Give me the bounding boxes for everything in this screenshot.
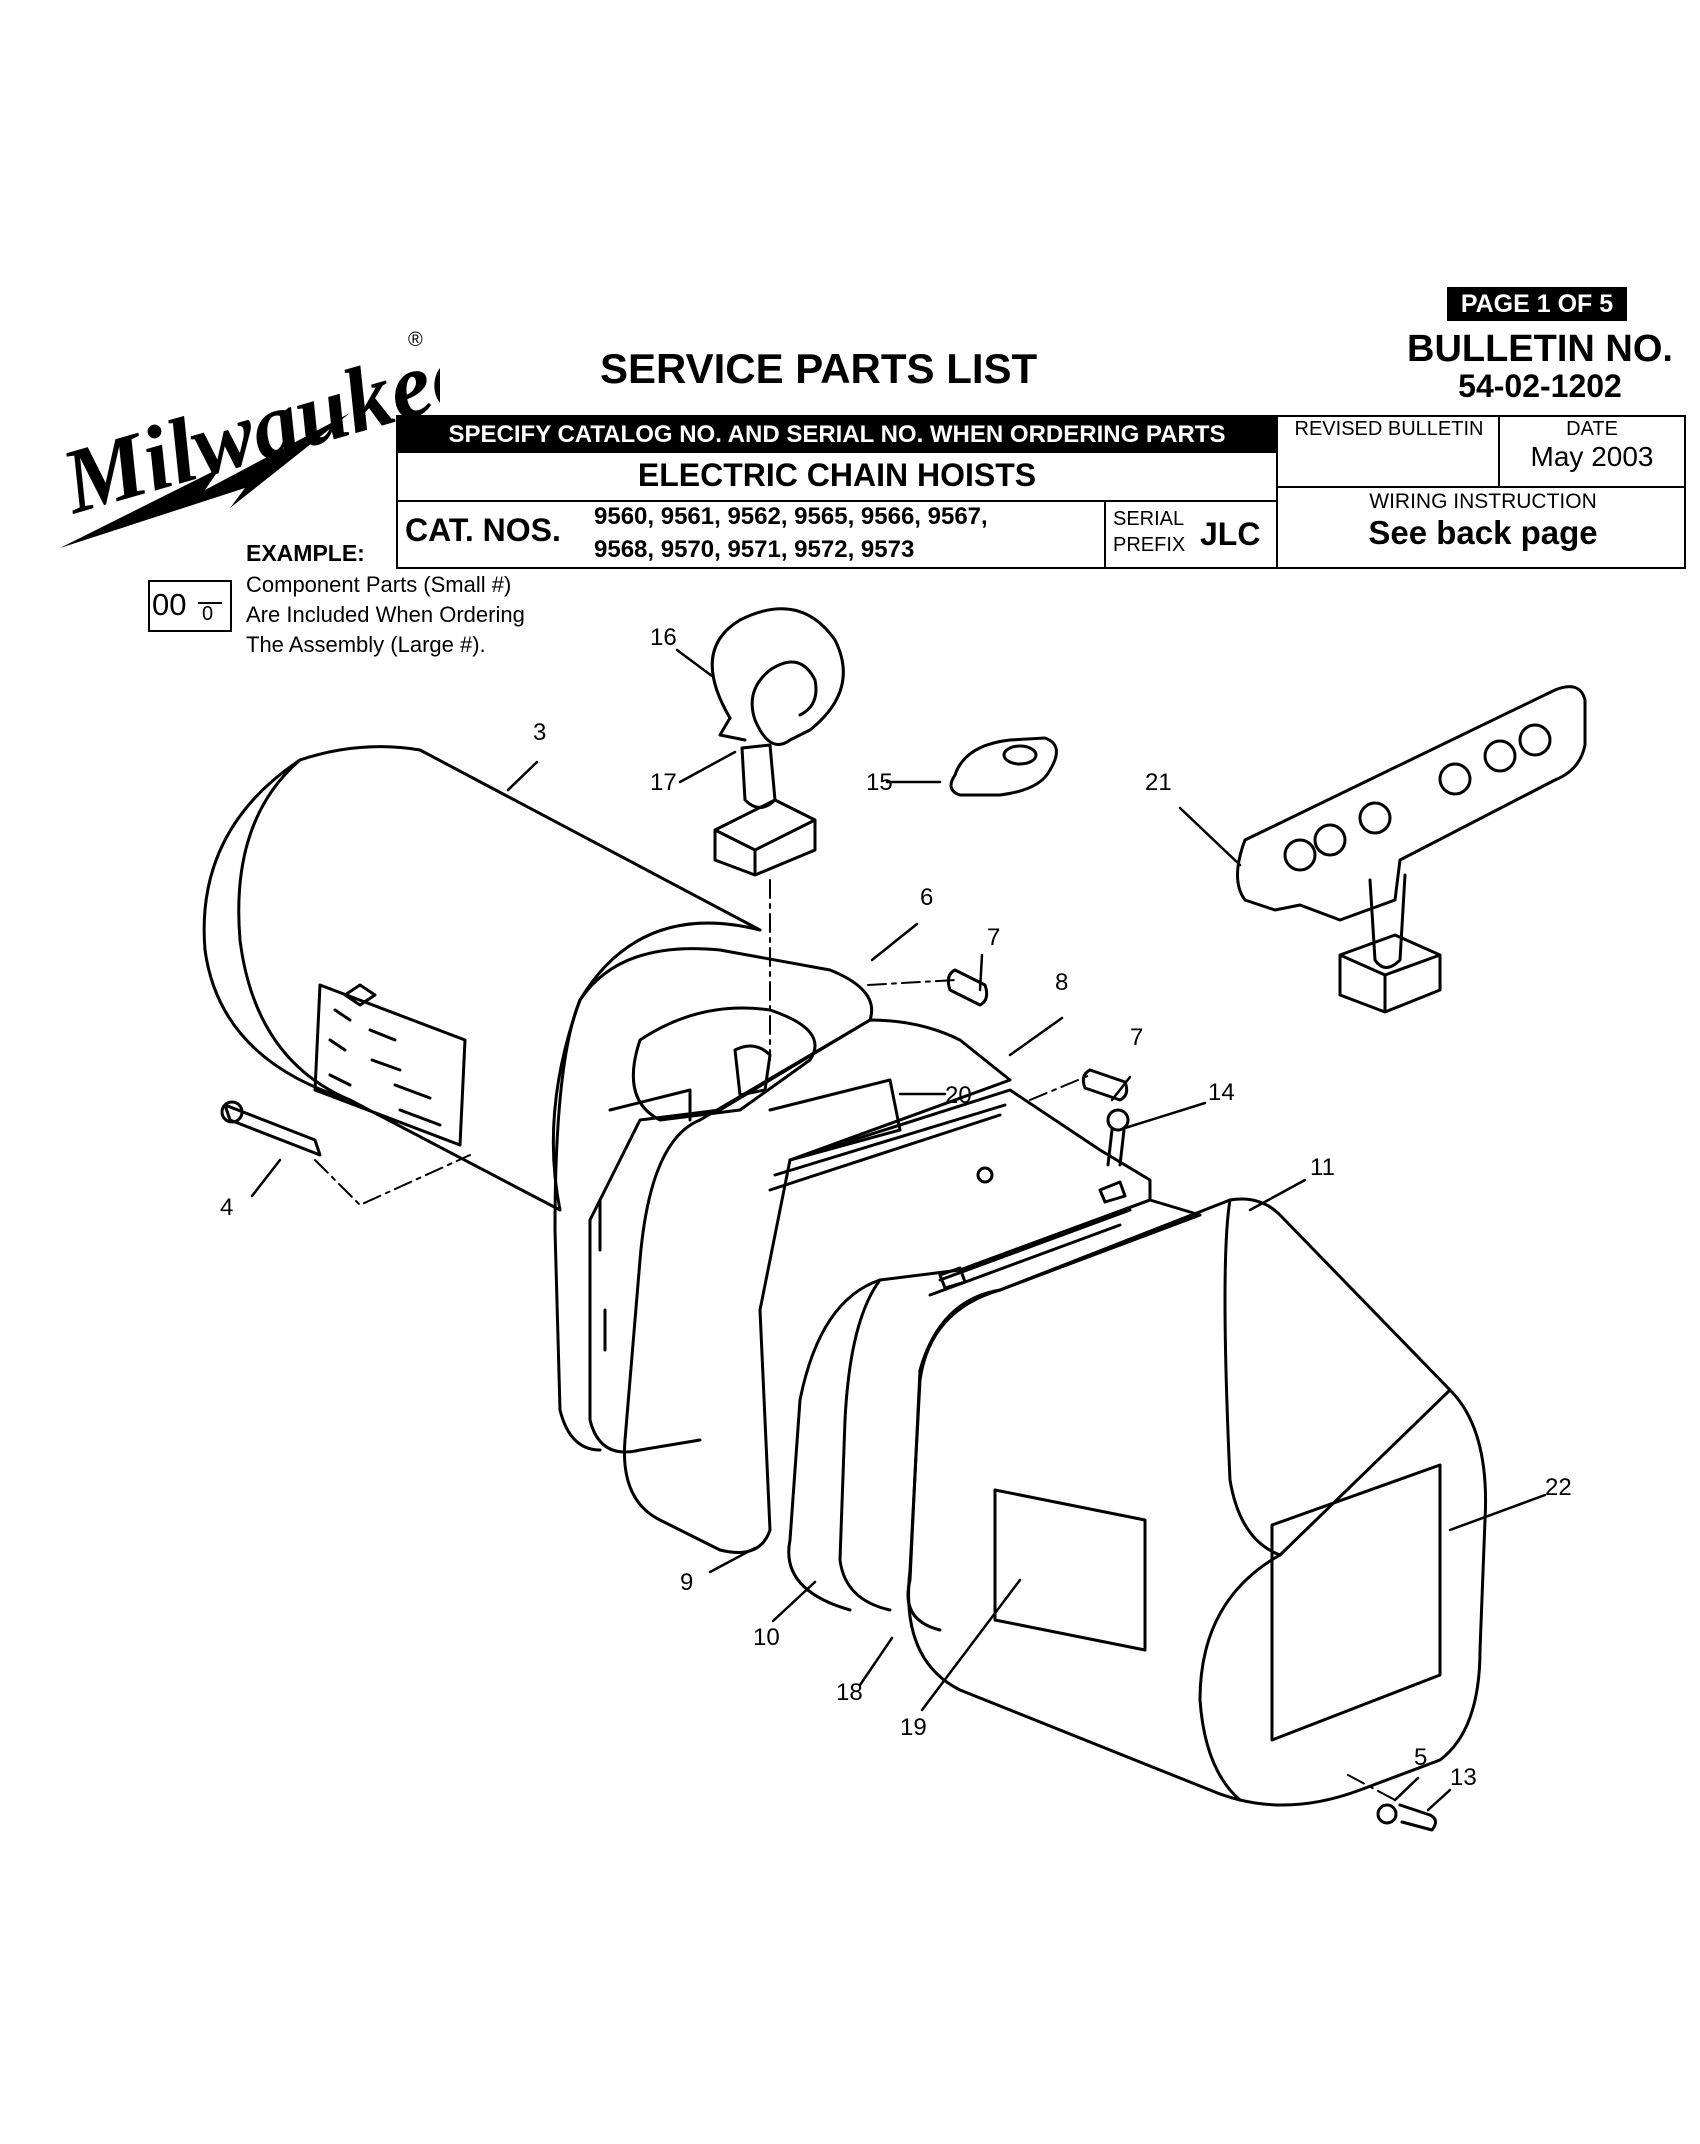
catalog-numbers-line-2: 9568, 9570, 9571, 9572, 9573 — [594, 536, 915, 563]
page-number-badge: PAGE 1 OF 5 — [1447, 287, 1627, 321]
callout-18: 18 — [836, 1679, 863, 1706]
callout-21: 21 — [1145, 769, 1172, 796]
motor-housing — [202, 745, 762, 1212]
milwaukee-logo: Milwaukee ® — [50, 319, 440, 548]
serial-prefix-value: JLC — [1200, 516, 1261, 552]
prefix-label: PREFIX — [1113, 534, 1186, 556]
callout-labels: 16 3 17 15 21 6 7 8 7 20 14 4 11 22 9 10… — [220, 624, 1572, 1791]
cover-plate — [949, 736, 1058, 797]
registered-mark: ® — [408, 329, 423, 351]
callout-17: 17 — [650, 769, 677, 796]
date-label: DATE — [1566, 418, 1618, 440]
gear-case-plate — [622, 1018, 1012, 1554]
example-line-2: Are Included When Ordering — [246, 602, 525, 627]
callout-3: 3 — [533, 719, 546, 746]
lightning-bolt-icon — [60, 413, 350, 548]
date-value: May 2003 — [1530, 441, 1654, 472]
page-title: SERVICE PARTS LIST — [600, 345, 1038, 392]
wiring-instruction-label: WIRING INSTRUCTION — [1369, 490, 1597, 513]
end-cover — [907, 1197, 1488, 1807]
callout-13: 13 — [1450, 1764, 1477, 1791]
hook-assembly — [710, 607, 845, 877]
catalog-numbers-line-1: 9560, 9561, 9562, 9565, 9566, 9567, — [594, 503, 988, 530]
product-name: ELECTRIC CHAIN HOISTS — [637, 457, 1037, 493]
leader-lines — [250, 648, 1547, 1812]
example-large-number: 00 — [152, 587, 187, 622]
example-small-number: 0 — [202, 603, 214, 625]
example-line-1: Component Parts (Small #) — [246, 572, 512, 597]
trolley-handle — [1236, 685, 1587, 1014]
callout-16: 16 — [650, 624, 677, 651]
catalog-label: CAT. NOS. — [405, 512, 561, 548]
callout-20: 20 — [945, 1082, 972, 1109]
header-divider — [1498, 417, 1500, 487]
example-label: EXAMPLE: — [246, 540, 365, 566]
callout-10: 10 — [753, 1624, 780, 1651]
serial-label: SERIAL — [1113, 508, 1185, 530]
header-divider — [1276, 417, 1278, 567]
header-divider — [1278, 486, 1684, 488]
example-box — [148, 580, 232, 632]
small-parts — [220, 968, 1437, 1832]
header-divider — [1104, 500, 1106, 567]
callout-11: 11 — [1310, 1154, 1335, 1181]
header-divider — [398, 500, 1278, 502]
callout-15: 15 — [866, 769, 893, 796]
example-bar — [198, 602, 222, 604]
bulletin-number: 54-02-1202 — [1458, 368, 1622, 404]
wiring-instruction-value: See back page — [1368, 514, 1598, 551]
callout-6: 6 — [920, 884, 933, 911]
callout-4: 4 — [220, 1194, 233, 1221]
callout-22: 22 — [1545, 1474, 1572, 1501]
header-table — [396, 415, 1686, 569]
callout-7b: 7 — [1130, 1024, 1143, 1051]
revised-bulletin-label: REVISED BULLETIN — [1294, 418, 1484, 440]
callout-7: 7 — [987, 924, 1000, 951]
callout-9: 9 — [680, 1569, 693, 1596]
callout-8: 8 — [1055, 969, 1068, 996]
bulletin-label: BULLETIN NO. — [1407, 328, 1673, 370]
gear-housing — [553, 947, 873, 1454]
callout-19: 19 — [900, 1714, 927, 1741]
callout-14: 14 — [1208, 1079, 1235, 1106]
callout-5: 5 — [1414, 1744, 1427, 1771]
ordering-instruction: SPECIFY CATALOG NO. AND SERIAL NO. WHEN … — [398, 417, 1276, 453]
hoist-body — [768, 1088, 1202, 1632]
centerlines — [314, 879, 1396, 1801]
example-line-3: The Assembly (Large #). — [246, 632, 486, 657]
